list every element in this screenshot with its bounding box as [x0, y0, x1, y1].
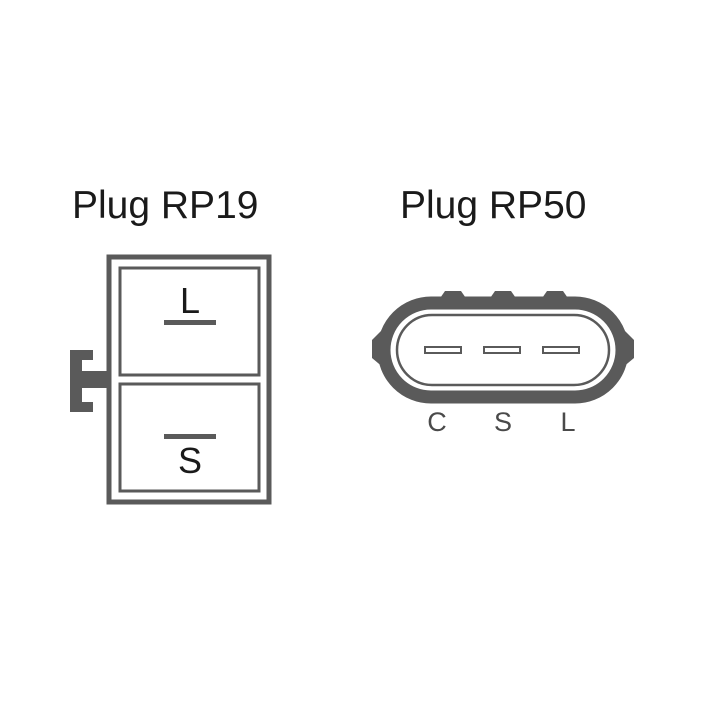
plug-rp19-title: Plug RP19 [72, 184, 259, 227]
rp19-terminal-l-label: L [180, 280, 200, 321]
plug-rp50-title: Plug RP50 [400, 184, 587, 227]
rp19-latch [70, 350, 110, 412]
rp19-terminal-l-bar [164, 320, 216, 325]
rp19-upper-cavity [118, 266, 261, 377]
rp50-pin-slot-l [542, 346, 580, 354]
plug-rp50-connector [372, 291, 634, 404]
rp19-terminal-s-bar [164, 434, 216, 439]
rp19-terminal-s-label: S [178, 440, 202, 481]
rp50-pin-label-s: S [494, 407, 512, 437]
rp50-pin-label-c: C [427, 407, 447, 437]
rp19-lower-cavity [118, 382, 261, 493]
rp50-pin-slot-s [483, 346, 521, 354]
rp50-pin-slot-c [424, 346, 462, 354]
rp50-pin-label-l: L [560, 407, 575, 437]
